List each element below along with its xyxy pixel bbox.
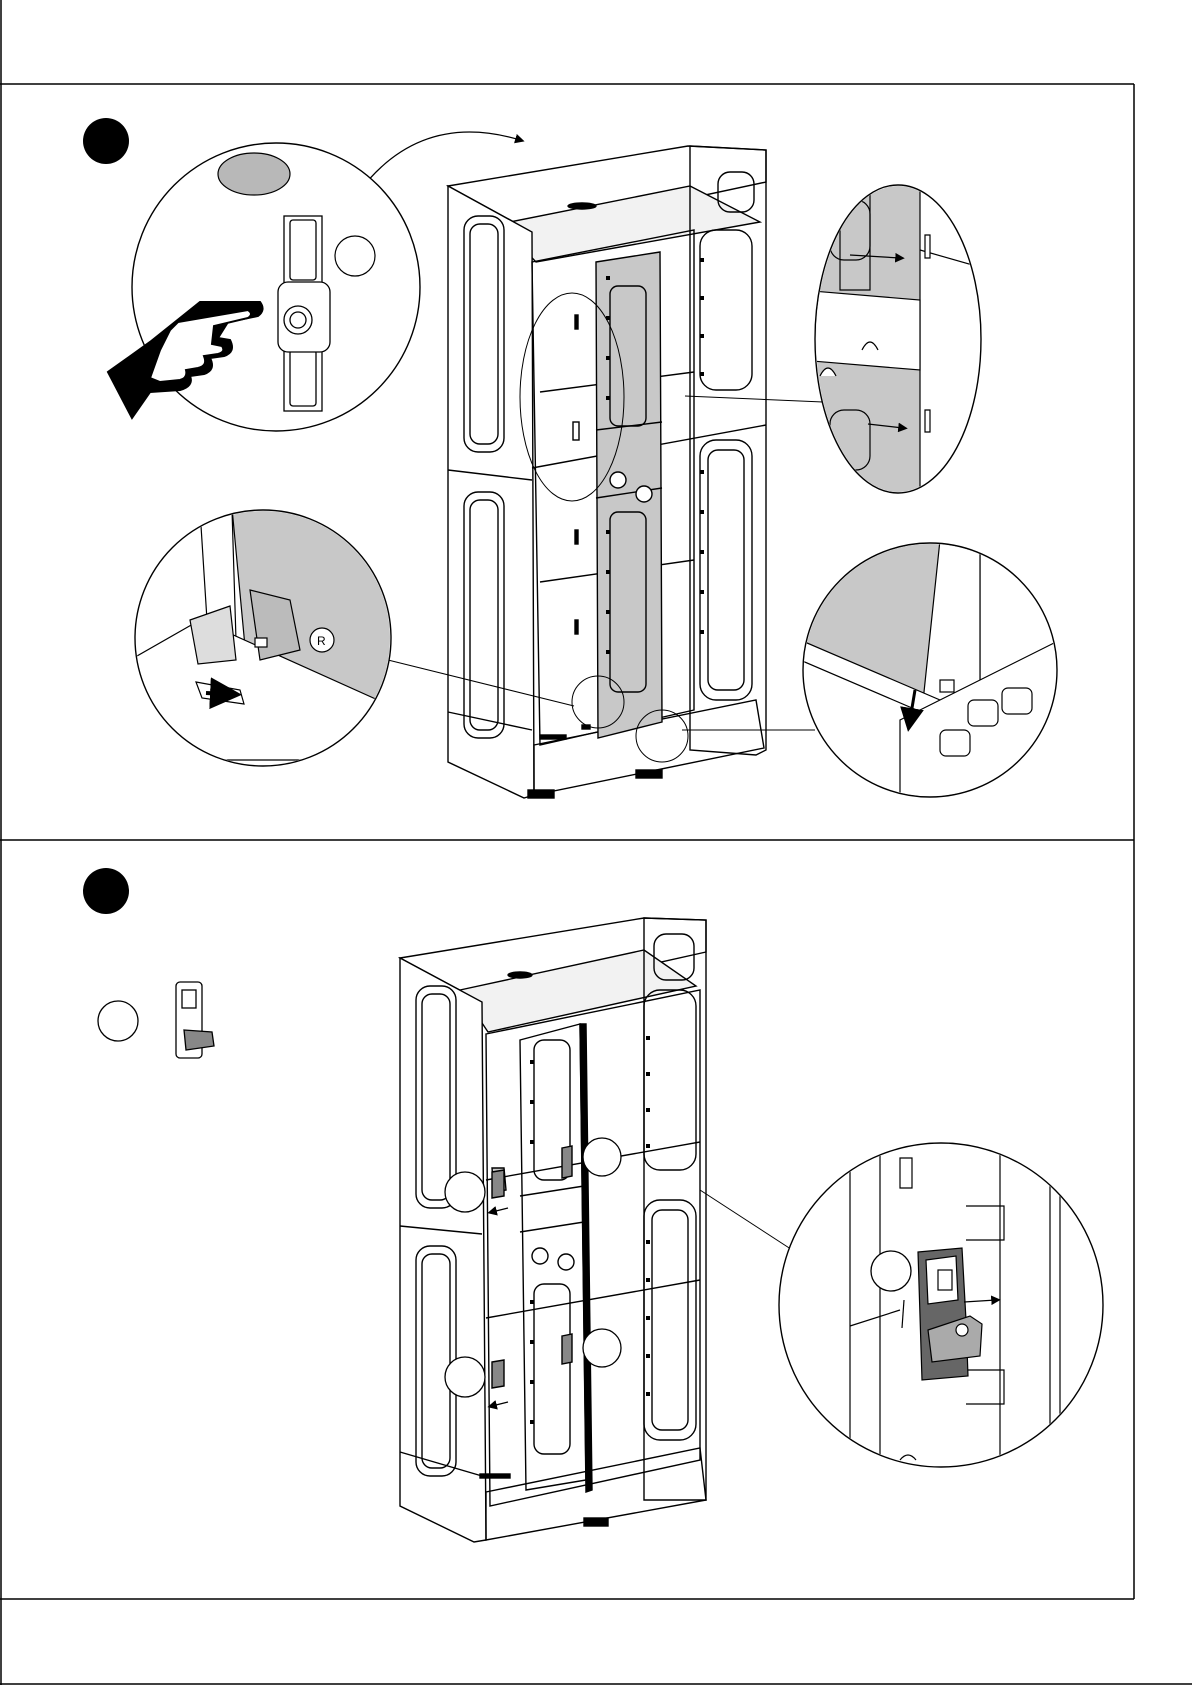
press-button-callout [108, 143, 420, 431]
latch-insert-callout [779, 1140, 1103, 1480]
step-1-marker [83, 118, 129, 164]
legend-part-circle [98, 1001, 138, 1041]
leader-line-step-2 [700, 1190, 800, 1255]
latch-part-number-circle [871, 1251, 911, 1291]
cabinet-step-2 [400, 918, 706, 1542]
cabinet-step-1 [448, 146, 766, 798]
step-2-panel [83, 868, 1103, 1542]
bottom-right-pin-callout [800, 540, 1060, 800]
svg-text:R: R [317, 634, 326, 648]
step-badge-oval [218, 153, 290, 195]
bottom-left-pin-callout: R [130, 508, 400, 766]
top-hinge-callout [800, 180, 990, 520]
latch-part-legend [98, 982, 214, 1058]
part-number-circle [335, 236, 375, 276]
step-1-panel: R [83, 118, 1060, 800]
step-2-marker [83, 868, 129, 914]
